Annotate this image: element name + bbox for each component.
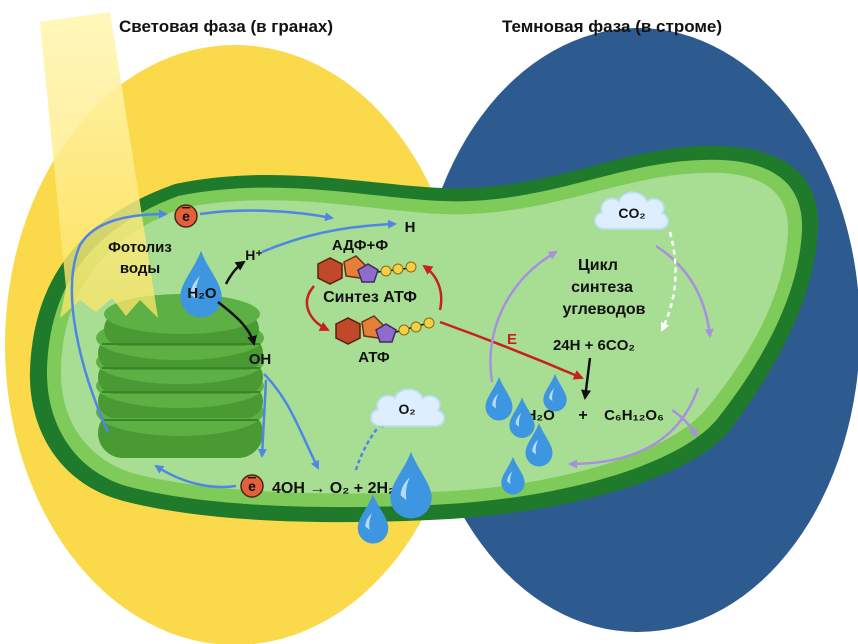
glucose-label: C₆H₁₂O₆ (604, 407, 664, 424)
atp-cycle-arrows (305, 264, 584, 380)
co2-cloud-label: CO₂ (618, 205, 645, 221)
plus-sign: + (578, 407, 587, 424)
atp-label: АТФ (358, 349, 390, 366)
carbohydrate-cycle-arrows (489, 244, 714, 469)
energy-label: E (507, 331, 517, 348)
electron-bottom-badge (240, 474, 264, 498)
reactants-label: 24H + 6CO₂ (553, 337, 635, 354)
co2-inflow-arrow (660, 231, 677, 332)
electron-flow-arrows (70, 209, 397, 489)
o2-cloud-label: O₂ (398, 401, 415, 417)
cycle-label-line2: синтеза (571, 279, 633, 296)
photolysis-label-line1: Фотолиз (108, 239, 172, 256)
electron-top-label: e (182, 208, 190, 224)
h-label: H (405, 219, 416, 236)
electron-bottom-label: e (248, 478, 256, 494)
cycle-label-line3: углеводов (563, 301, 646, 318)
h2o-label: H₂O (187, 285, 216, 302)
photolysis-arrows (217, 260, 592, 400)
dark-phase-heading: Темновая фаза (в строме) (502, 17, 722, 36)
grana-stack (96, 294, 264, 458)
oh-label: OH (249, 351, 272, 368)
atp-synthesis-label: Синтез АТФ (323, 289, 417, 306)
sunlight-beam (40, 12, 158, 318)
h-plus-label: H⁺ (245, 247, 263, 263)
oxygen-reaction: 4OH → O₂ + 2H₂O (272, 480, 408, 497)
cycle-label-line1: Цикл (578, 257, 618, 274)
photolysis-label-line2: воды (120, 260, 160, 277)
atp-molecule (335, 315, 435, 345)
light-phase-heading: Световая фаза (в гранах) (119, 17, 333, 36)
electron-top-badge (174, 204, 198, 228)
adp-molecule (317, 255, 417, 285)
adp-label: АДФ+Ф (332, 237, 388, 254)
